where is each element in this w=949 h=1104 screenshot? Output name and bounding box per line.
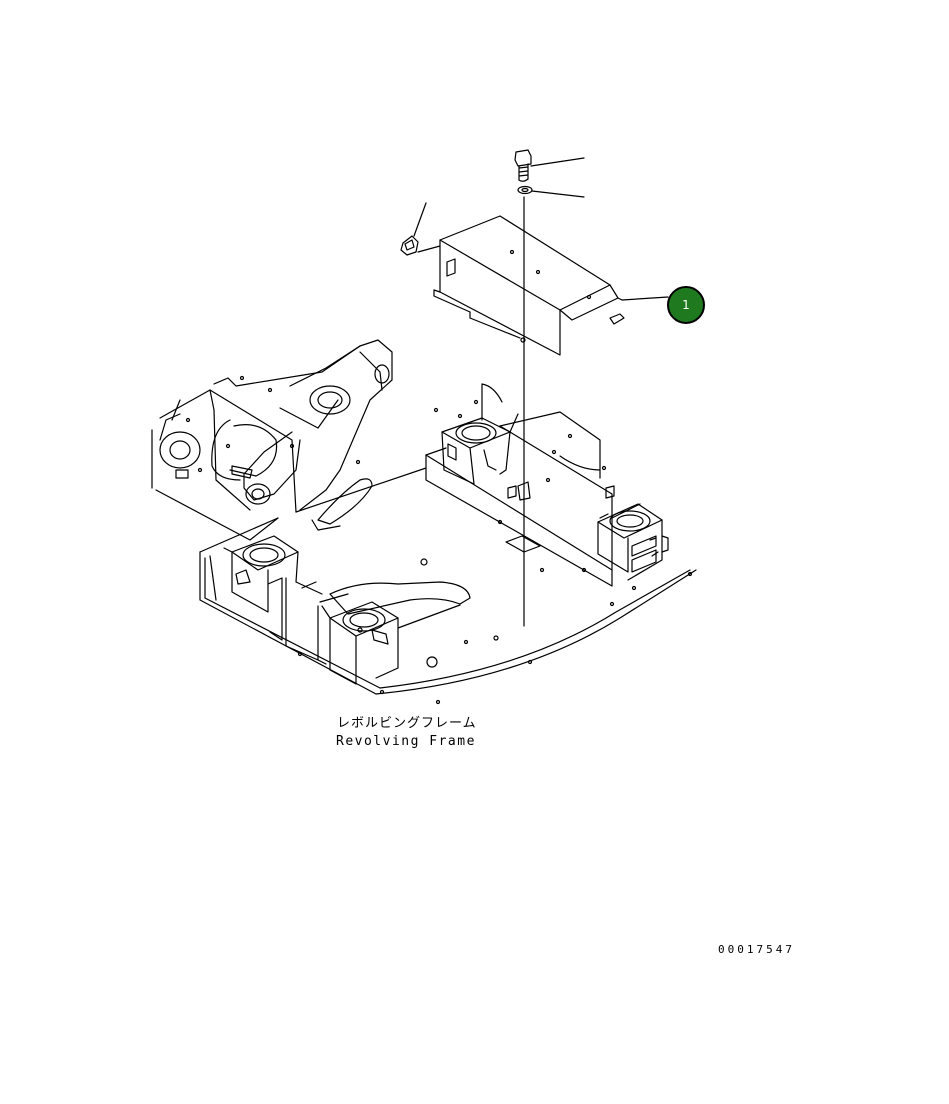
frame-label-english: Revolving Frame xyxy=(336,734,476,749)
callout-number[interactable]: 1 xyxy=(682,298,690,312)
revolving-frame-part xyxy=(151,339,697,705)
bolt-part xyxy=(514,149,585,182)
cover-part xyxy=(417,215,669,356)
callout-circle xyxy=(667,286,705,324)
clip-nut-part xyxy=(400,202,427,256)
frame-label-japanese: レボルビングフレーム xyxy=(337,716,477,731)
drawing-number: 00017547 xyxy=(718,943,795,956)
washer-part xyxy=(517,185,585,198)
